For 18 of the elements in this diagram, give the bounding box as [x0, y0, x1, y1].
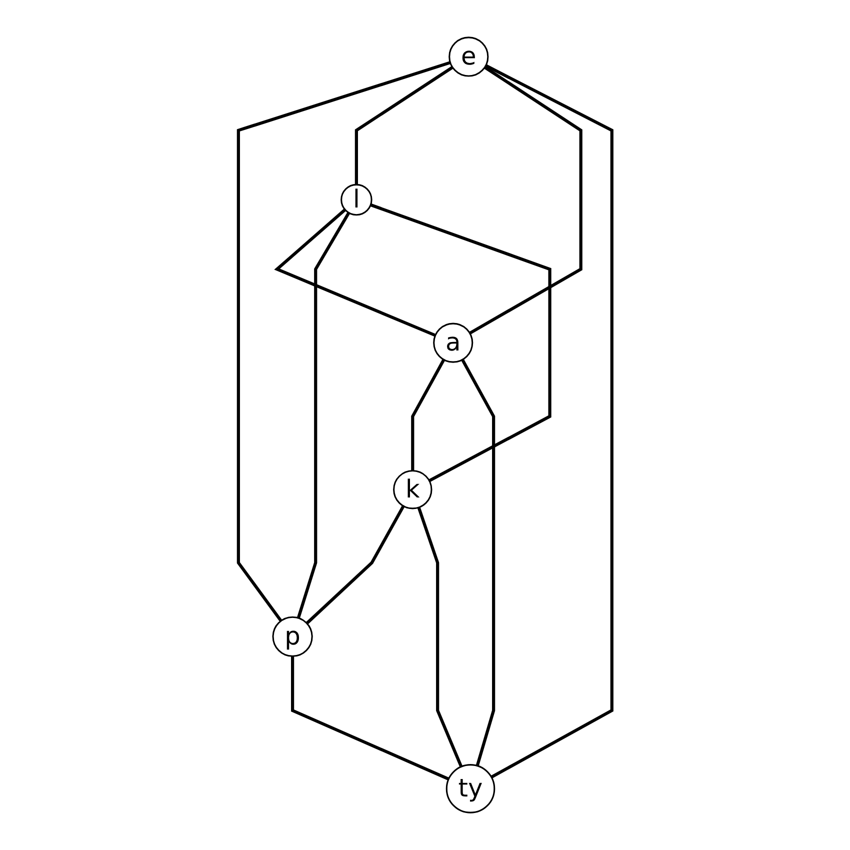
- node-circle: a: [432, 322, 473, 363]
- connector: [460, 358, 495, 766]
- connector: [290, 656, 450, 781]
- connector: [306, 505, 405, 624]
- node-circle: k: [392, 470, 432, 510]
- connector: [296, 212, 350, 618]
- node-circle: ty: [446, 764, 495, 814]
- node-circle: l: [340, 184, 372, 216]
- connector: [417, 506, 463, 768]
- connector: [274, 208, 436, 337]
- node-circle: e: [448, 36, 489, 77]
- connector: [468, 66, 582, 335]
- connector: [484, 64, 614, 778]
- connector: [236, 61, 451, 622]
- connector: [370, 203, 552, 482]
- connector: [354, 66, 454, 185]
- connector: [410, 358, 446, 471]
- node-circle: p: [272, 616, 313, 657]
